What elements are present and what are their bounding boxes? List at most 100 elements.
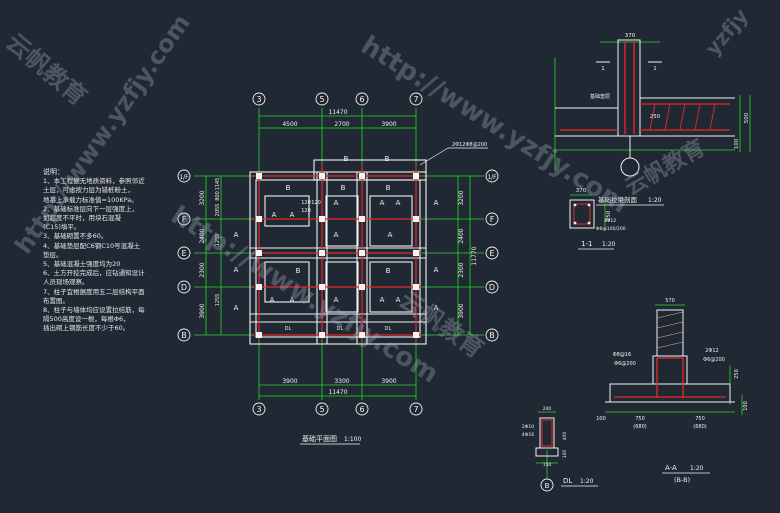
axis-labels: 3 5 6 7 3 5 6 7 1/F F E D B 1/F F E D B bbox=[179, 95, 497, 414]
note-line: 1、本工程据无地质资料，参照邻近 bbox=[43, 177, 145, 186]
dim-left-small: 1145 bbox=[215, 178, 221, 191]
axis-label-left: F bbox=[182, 215, 187, 224]
axis-label-right: 1/F bbox=[487, 174, 497, 181]
s11-title: 1-1 bbox=[581, 240, 592, 248]
dim-right-total: 11770 bbox=[471, 246, 478, 265]
dim-top: 3900 bbox=[381, 121, 396, 128]
detail-note: 基础垫层 bbox=[590, 93, 610, 100]
label-dl: DL bbox=[285, 326, 292, 332]
dim-top: 2700 bbox=[334, 121, 349, 128]
note-line: 地基上承载力标准值=100KPa。 bbox=[43, 195, 138, 204]
detail-dim: 370 bbox=[625, 33, 636, 39]
label-a: A bbox=[396, 199, 401, 207]
dim-left: 2400 bbox=[199, 228, 206, 243]
dimension-text: 11470 4500 2700 3900 3900 3300 3900 1147… bbox=[199, 109, 478, 396]
label-a: A bbox=[396, 296, 401, 304]
note-line: 插出砌上钢筋长度不少于60。 bbox=[43, 324, 130, 333]
note-line: 土层，可虑按力层为错桩粉土， bbox=[43, 186, 134, 195]
label-a: A bbox=[334, 231, 339, 239]
note-line: 2、基础标准层向下一层强度上， bbox=[43, 204, 139, 213]
foundation-detail: 370 1 1 500 100 250 基础垫层 基础拉梁剖面 1:20 bbox=[554, 33, 751, 206]
dl-dim: 150 bbox=[543, 462, 552, 468]
dim-bottom-total: 11470 bbox=[328, 389, 347, 396]
axis-label-bottom: 6 bbox=[359, 405, 364, 414]
foundation-plan: 3 5 6 7 3 5 6 7 1/F F E D B 1/F F E D B bbox=[177, 92, 499, 445]
label-b: B bbox=[385, 155, 390, 163]
label-a: A bbox=[234, 266, 239, 274]
small-dim: 120 bbox=[311, 200, 321, 206]
s11-rebar: 4Φ12 bbox=[604, 218, 616, 224]
label-a: A bbox=[434, 304, 439, 312]
dim-left: 3200 bbox=[199, 190, 206, 205]
s11-scale: 1:20 bbox=[602, 241, 616, 248]
axis-label-top: 7 bbox=[413, 95, 418, 104]
axis-label-left: E bbox=[181, 249, 186, 258]
rebar-callout: 2Φ12Φ8@200 bbox=[419, 142, 488, 166]
dim-left-small: 800 bbox=[215, 191, 221, 201]
axis-label-left: B bbox=[181, 331, 187, 340]
detail-dim: 1 bbox=[653, 66, 657, 72]
label-a: A bbox=[334, 199, 339, 207]
note-line: 3、基础砌置不多60。 bbox=[43, 232, 108, 241]
aa-dim: 750 bbox=[635, 416, 645, 422]
aa-dim: (680) bbox=[693, 424, 706, 430]
foundation-walls bbox=[249, 159, 427, 345]
axis-label-left: 1/F bbox=[179, 174, 189, 181]
note-line: 布置图。 bbox=[43, 296, 69, 305]
detail-scale: 1:20 bbox=[648, 197, 662, 204]
small-dim: 120 bbox=[301, 200, 311, 206]
note-line: 人员现场观察。 bbox=[43, 278, 89, 287]
dim-right: 2300 bbox=[458, 262, 465, 277]
label-a: A bbox=[234, 304, 239, 312]
note-line: 垫层。 bbox=[43, 250, 63, 259]
label-a: A bbox=[434, 266, 439, 274]
axis-label-top: 6 bbox=[359, 95, 364, 104]
axis-label-bottom: 5 bbox=[319, 405, 324, 414]
note-line: 如超度不平时，用块石混凝 bbox=[43, 214, 121, 223]
axis-bubbles bbox=[177, 92, 499, 416]
note-line: (C15)填平。 bbox=[43, 223, 81, 232]
aa-dim: 100 bbox=[743, 401, 749, 411]
plan-scale: 1:100 bbox=[344, 436, 361, 443]
dim-right: 3200 bbox=[458, 190, 465, 205]
label-a: A bbox=[380, 199, 385, 207]
label-b: B bbox=[344, 155, 349, 163]
dim-left: 2300 bbox=[199, 262, 206, 277]
label-a: A bbox=[290, 296, 295, 304]
detail-dim: 500 bbox=[744, 112, 750, 123]
label-dl: DL bbox=[385, 326, 392, 332]
s11-stirrup: Φ6@100/200 bbox=[596, 226, 626, 232]
dl-dim: 100 bbox=[562, 450, 568, 459]
axis-label-top: 5 bbox=[319, 95, 324, 104]
axis-label-right: B bbox=[489, 331, 495, 340]
section-dl: B 240 400 150 100 2Φ10 4Φ16 DL 1:20 bbox=[522, 406, 598, 492]
dim-right: 2400 bbox=[458, 228, 465, 243]
dl-label: 4Φ16 bbox=[522, 432, 534, 438]
dl-dim: 400 bbox=[562, 432, 568, 441]
label-b: B bbox=[386, 184, 391, 192]
aa-title: A-A bbox=[665, 464, 677, 472]
label-a: A bbox=[434, 199, 439, 207]
section-a-a: 570 750 750 (680) (680) 100 250 100 Φ8@1… bbox=[596, 298, 749, 484]
note-line: 8、柱子与墙体均应设置拉结筋，每 bbox=[43, 306, 145, 315]
plan-title: 基础平面图 bbox=[302, 434, 337, 443]
note-line: 7、柱子宜根据度用五二层结构平面 bbox=[43, 287, 145, 296]
dim-top: 4500 bbox=[282, 121, 297, 128]
aa-label: Φ8@16 bbox=[613, 352, 631, 358]
aa-label: Φ6@200 bbox=[703, 357, 725, 363]
dim-bottom: 3300 bbox=[334, 378, 349, 385]
section-1-1: 370 250 4Φ12 Φ6@100/200 1-1 1:20 bbox=[569, 188, 626, 250]
note-line: 5、基础混凝土强度均为20 bbox=[43, 260, 121, 269]
axis-label-right: F bbox=[490, 215, 495, 224]
label-a: A bbox=[234, 231, 239, 239]
aa-dim: 570 bbox=[665, 298, 675, 304]
note-line: 4、基础垫层配C6钢C10号混凝土 bbox=[43, 241, 141, 250]
dl-dim: 240 bbox=[543, 406, 552, 412]
dim-bottom: 3900 bbox=[381, 378, 396, 385]
dim-left: 3900 bbox=[199, 303, 206, 318]
dim-left-small: 1255 bbox=[215, 294, 221, 307]
aa-dim: 750 bbox=[695, 416, 705, 422]
small-dim: 120 bbox=[301, 208, 311, 214]
axis-label-bottom: 7 bbox=[413, 405, 418, 414]
